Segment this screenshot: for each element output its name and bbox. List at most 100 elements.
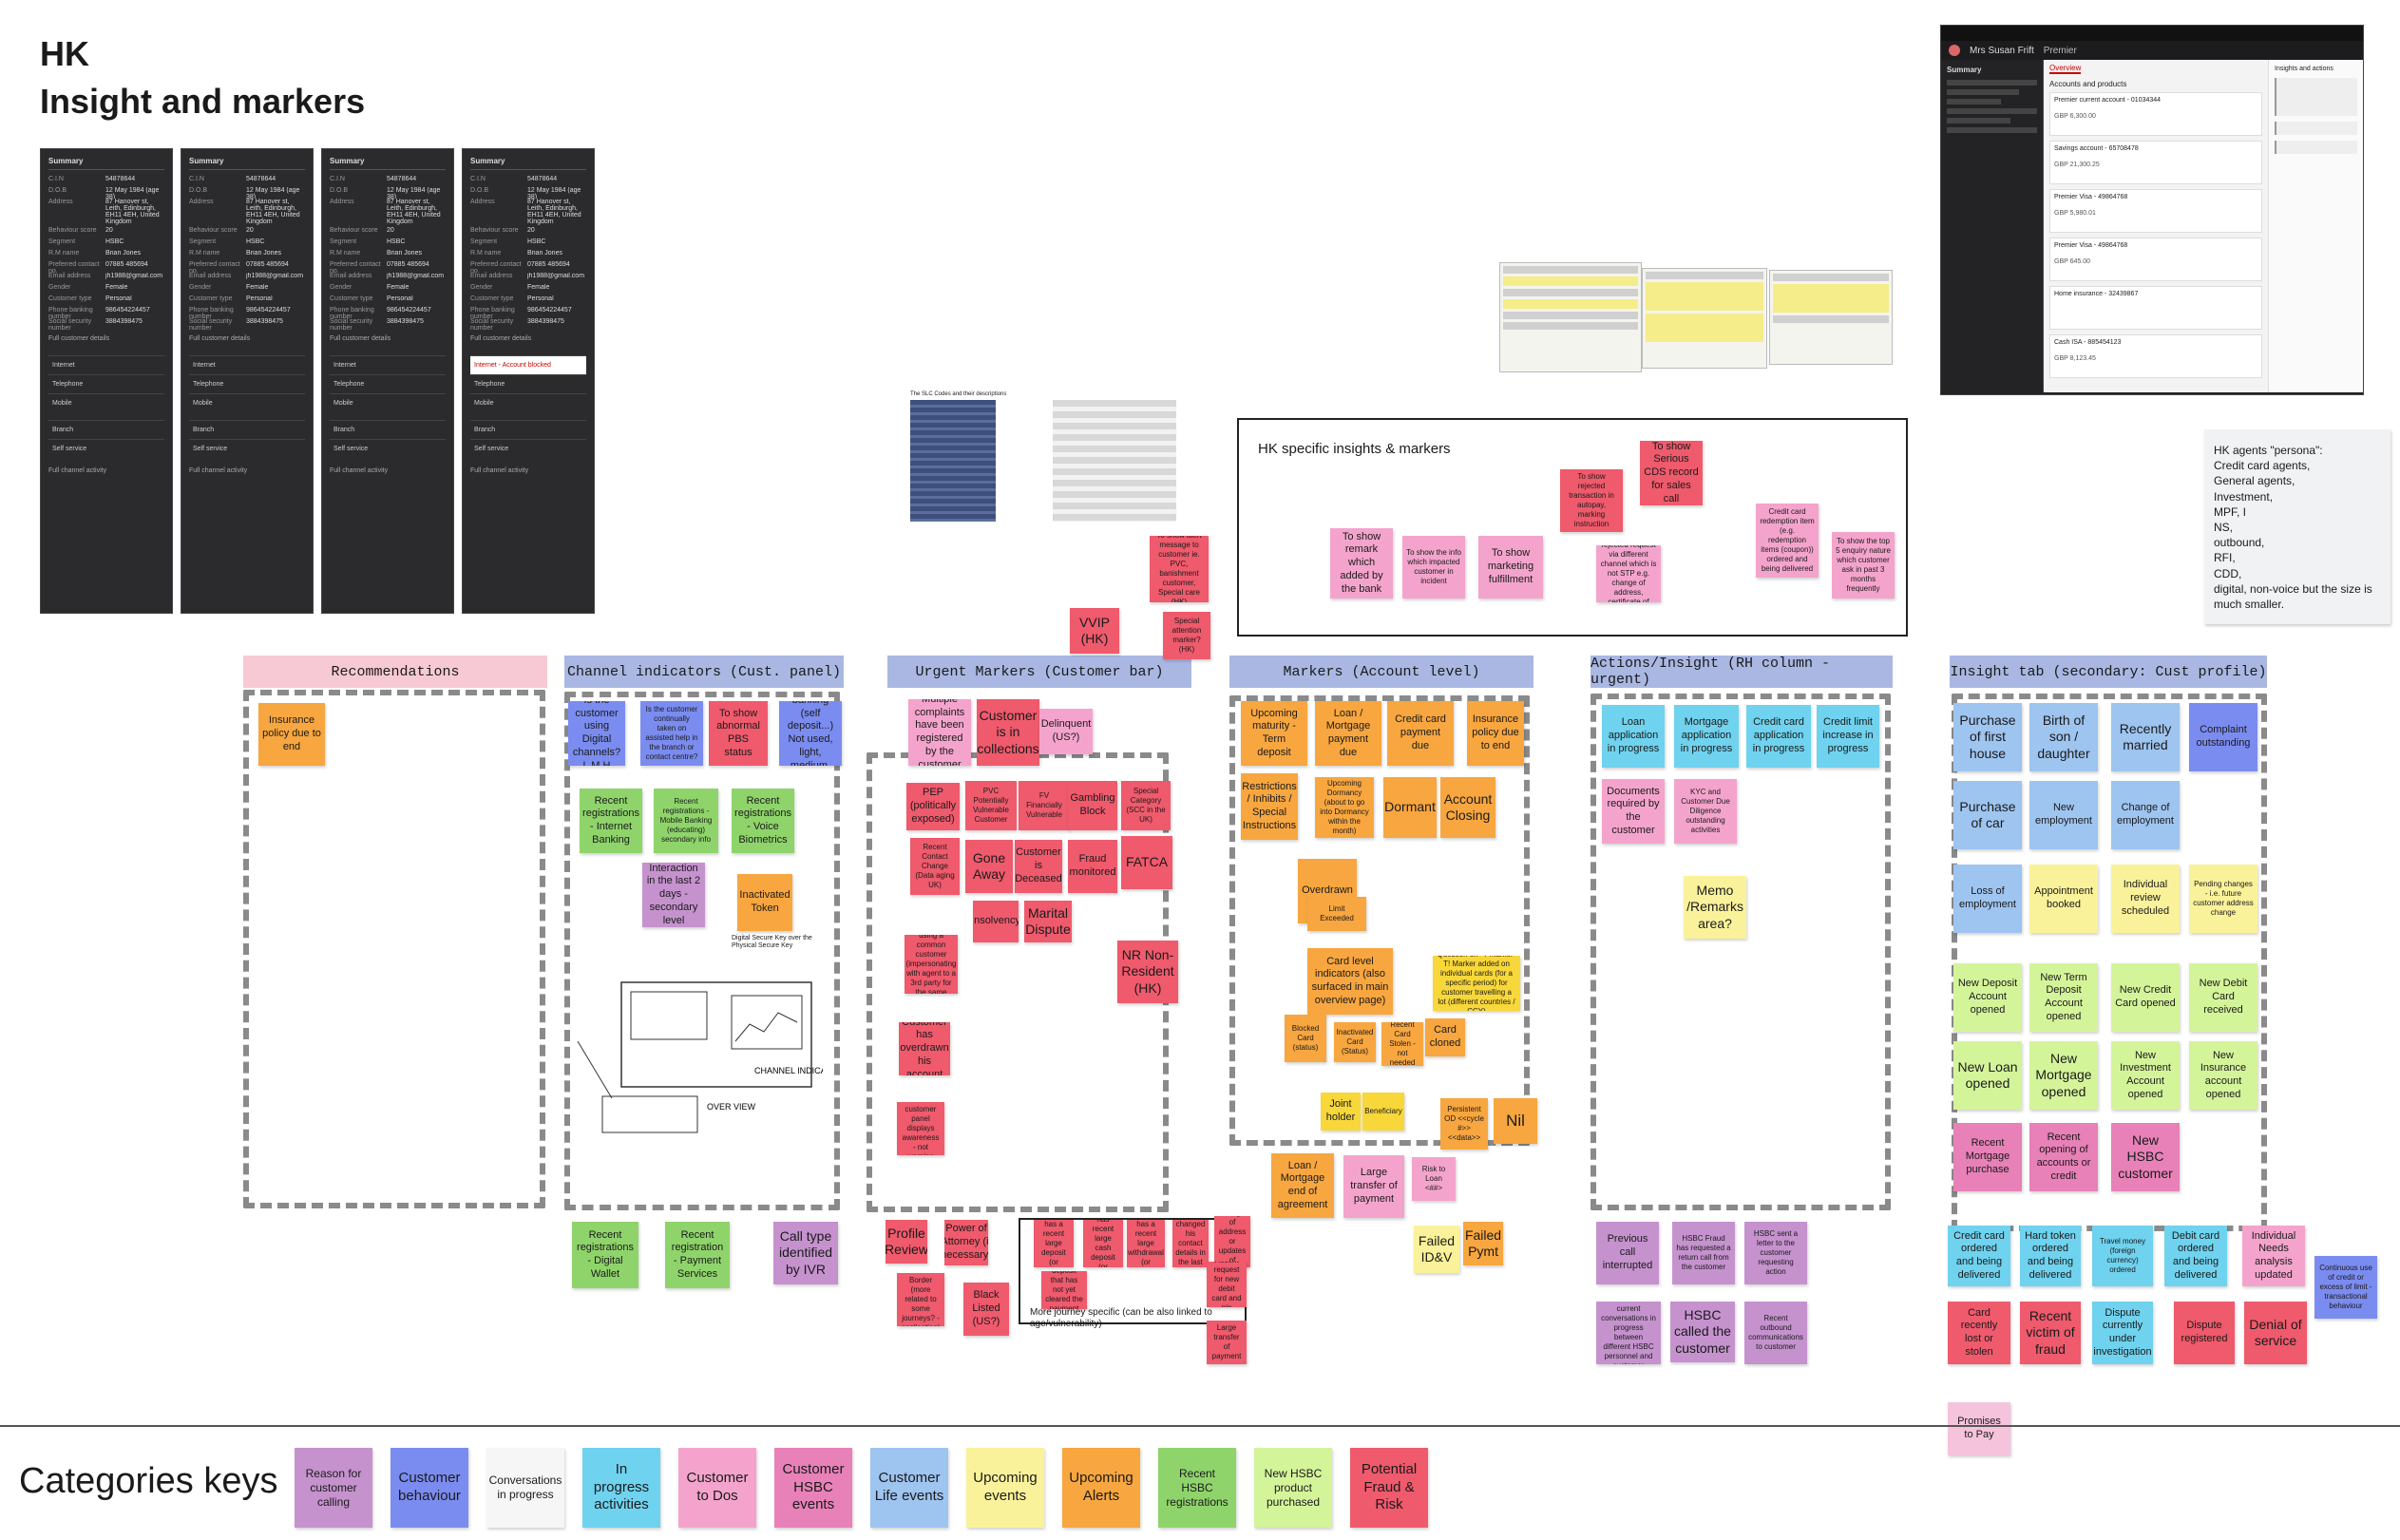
sticky-note-actions-loan-app[interactable]: Loan application in progress bbox=[1602, 705, 1665, 768]
sticky-note-insight-rows-2-0[interactable]: Loss of employment bbox=[1953, 865, 2022, 933]
sticky-note-urgent-nr[interactable]: NR Non-Resident (HK) bbox=[1117, 941, 1178, 1003]
sticky-note-insight-bottom-row2-2[interactable]: Dispute currently under investigation bbox=[2092, 1302, 2153, 1364]
sticky-note-markers-loan-end[interactable]: Loan / Mortgage end of agreement bbox=[1271, 1153, 1334, 1218]
sticky-note-urgent-poa[interactable]: Power of Attorney (if necessary) bbox=[944, 1220, 988, 1265]
sticky-note-insight-rows-3-3[interactable]: New Debit Card received bbox=[2189, 963, 2257, 1032]
channel-row-telephone[interactable]: Telephone bbox=[470, 374, 586, 393]
sticky-note-urgent-collections[interactable]: Customer is in collections bbox=[977, 699, 1039, 766]
sticky-note-insight-bottom-row1-1[interactable]: Hard token ordered and being delivered bbox=[2020, 1226, 2081, 1286]
sticky-note-insight-bottom-row1-4[interactable]: Individual Needs analysis updated bbox=[2242, 1226, 2305, 1286]
sticky-note-actions-fraud-return[interactable]: HSBC Fraud has requested a return call f… bbox=[1672, 1222, 1735, 1284]
sticky-note-insight-continuous[interactable]: Continuous use of credit or excess of li… bbox=[2314, 1256, 2377, 1319]
channel-row-internet[interactable]: Internet bbox=[330, 355, 446, 374]
full-customer-details-link[interactable]: Full customer details bbox=[48, 335, 110, 342]
channel-row-branch[interactable]: Branch bbox=[189, 420, 305, 439]
sticky-note-insight-rows-1-0[interactable]: Purchase of car bbox=[1953, 781, 2022, 849]
sticky-note-markers-cc-due[interactable]: Credit card payment due bbox=[1387, 701, 1454, 766]
full-channel-activity-link[interactable]: Full channel activity bbox=[48, 467, 107, 474]
sticky-note-channel-interaction[interactable]: Interaction in the last 2 days - seconda… bbox=[642, 863, 705, 927]
sticky-note-urgent-deceased[interactable]: Customer is Deceased bbox=[1015, 840, 1062, 893]
sticky-note-insight-bottom-row2-3[interactable]: Dispute registered bbox=[2174, 1302, 2235, 1364]
channel-row-self-service[interactable]: Self service bbox=[470, 439, 586, 458]
sticky-note-urgent-journey-notes-0[interactable]: Customer has a recent large deposit (or … bbox=[1034, 1220, 1074, 1267]
sticky-note-channel-ivr[interactable]: Call type identified by IVR bbox=[773, 1222, 838, 1284]
sticky-note-insight-rows-4-1[interactable]: New Mortgage opened bbox=[2029, 1041, 2098, 1110]
sticky-note-urgent-black-listed[interactable]: Black Listed (US?) bbox=[963, 1283, 1009, 1336]
sticky-note-insight-rows-5-2[interactable]: New HSBC customer bbox=[2111, 1123, 2180, 1191]
account-card[interactable]: Home insurance - 32439867 bbox=[2049, 286, 2262, 330]
sticky-note-insight-bottom-row2-0[interactable]: Card recently lost or stolen bbox=[1948, 1302, 2010, 1364]
channel-row-branch[interactable]: Branch bbox=[330, 420, 446, 439]
sticky-note-markers-card-level[interactable]: Card level indicators (also surfaced in … bbox=[1307, 948, 1393, 1015]
channel-row-internet[interactable]: Internet bbox=[189, 355, 305, 374]
channel-row-telephone[interactable]: Telephone bbox=[48, 374, 164, 393]
channel-row-mobile[interactable]: Mobile bbox=[330, 393, 446, 412]
channel-row-self-service[interactable]: Self service bbox=[48, 439, 164, 458]
sticky-note-actions-limit-inc[interactable]: Credit limit increase in progress bbox=[1817, 705, 1879, 768]
sticky-note-insight-rows-4-0[interactable]: New Loan opened bbox=[1953, 1041, 2022, 1110]
full-customer-details-link[interactable]: Full customer details bbox=[330, 335, 391, 342]
sticky-note-markers-upcoming-dormancy[interactable]: Upcoming Dormancy (about to go into Dorm… bbox=[1315, 777, 1374, 838]
sticky-note-urgent-pvc[interactable]: PVC Potentially Vulnerable Customer bbox=[965, 781, 1017, 830]
sticky-note-urgent-journey-notes-2[interactable]: Customer has a recent large withdrawal (… bbox=[1127, 1220, 1165, 1267]
sticky-note-urgent-delinquent[interactable]: Delinquent (US?) bbox=[1039, 709, 1093, 754]
sticky-note-insight-rows-0-0[interactable]: Purchase of first house bbox=[1953, 703, 2022, 771]
sticky-note-insight-bottom-row1-0[interactable]: Credit card ordered and being delivered bbox=[1948, 1226, 2010, 1286]
sticky-note-markers-dormant[interactable]: Dormant bbox=[1383, 777, 1437, 838]
sticky-note-urgent-journey-notes-7[interactable]: Large transfer of payment bbox=[1207, 1321, 1247, 1364]
sticky-note-markers-limit-exceeded[interactable]: Limit Exceeded bbox=[1307, 897, 1366, 931]
sticky-note-markers-account-closing[interactable]: Account Closing bbox=[1440, 777, 1495, 838]
sticky-note-actions-hsbc-called[interactable]: HSBC called the customer bbox=[1670, 1302, 1735, 1362]
sticky-note-markers-question-note[interactable]: Question on "T marker" T! Marker added o… bbox=[1433, 956, 1520, 1011]
sticky-note-actions-mortgage-app[interactable]: Mortgage application in progress bbox=[1674, 705, 1739, 768]
sticky-note-urgent-contact-change[interactable]: Recent Contact Change (Data aging UK) bbox=[910, 838, 960, 895]
channel-row-branch[interactable]: Branch bbox=[48, 420, 164, 439]
sticky-note-markers-recent-card-stolen[interactable]: Recent Card Stolen - not needed bbox=[1381, 1022, 1423, 1066]
sticky-note-markers-beneficiary[interactable]: Beneficiary bbox=[1362, 1093, 1404, 1131]
sticky-note-urgent-pep[interactable]: PEP (politically exposed) bbox=[906, 783, 960, 830]
full-customer-details-link[interactable]: Full customer details bbox=[189, 335, 251, 342]
sticky-note-channel-digital[interactable]: Is the customer using Digital channels? … bbox=[568, 701, 625, 766]
sticky-note-channel-token[interactable]: Inactivated Token bbox=[737, 874, 792, 931]
sticky-note-insight-rows-3-2[interactable]: New Credit Card opened bbox=[2111, 963, 2180, 1032]
sticky-note-markers-insurance-end[interactable]: Insurance policy due to end bbox=[1467, 701, 1524, 766]
full-channel-activity-link[interactable]: Full channel activity bbox=[189, 467, 248, 474]
channel-row-internet[interactable]: Internet - Account blocked bbox=[470, 355, 586, 374]
sticky-note-urgent-fv[interactable]: FV Financially Vulnerable bbox=[1019, 781, 1070, 830]
sticky-note-urgent-insolvency[interactable]: Insolvency bbox=[973, 901, 1019, 942]
full-channel-activity-link[interactable]: Full channel activity bbox=[330, 467, 389, 474]
sticky-note-actions-letter[interactable]: HSBC sent a letter to the customer reque… bbox=[1744, 1222, 1807, 1284]
sticky-note-insight-rows-0-2[interactable]: Recently married bbox=[2111, 703, 2180, 771]
sticky-note-markers-joint-holder[interactable]: Joint holder bbox=[1321, 1093, 1361, 1131]
channel-row-telephone[interactable]: Telephone bbox=[330, 374, 446, 393]
sticky-note-insight-rows-2-3[interactable]: Pending changes - i.e. future customer a… bbox=[2189, 865, 2257, 933]
sticky-note-insight-rows-2-1[interactable]: Appointment booked bbox=[2029, 865, 2098, 933]
sticky-note-channel-abnormal[interactable]: To show abnormal PBS status bbox=[709, 701, 768, 766]
sticky-note-markers-nil[interactable]: Nil bbox=[1494, 1098, 1537, 1144]
sticky-note-urgent-profile-review[interactable]: Profile Review bbox=[886, 1220, 927, 1264]
sticky-note-insight-rows-3-1[interactable]: New Term Deposit Account opened bbox=[2029, 963, 2098, 1032]
sticky-note-insight-rows-1-2[interactable]: Change of employment bbox=[2111, 781, 2180, 849]
sticky-note-insight-bottom-row2-1[interactable]: Recent victim of fraud bbox=[2020, 1302, 2081, 1364]
channel-row-self-service[interactable]: Self service bbox=[189, 439, 305, 458]
sticky-note-urgent-journey-notes-3[interactable]: Customer changed his contact details in … bbox=[1172, 1220, 1209, 1267]
sticky-note-hk-box-notes-7[interactable]: To show the top 5 enquiry nature which c… bbox=[1832, 532, 1895, 599]
sticky-note-markers-failed-idv[interactable]: Failed ID&V bbox=[1414, 1226, 1459, 1273]
sticky-note-urgent-staff[interactable]: Staff customer panel displays awareness … bbox=[897, 1102, 944, 1155]
sticky-note-actions-memo[interactable]: Memo /Remarks area? bbox=[1684, 876, 1746, 939]
sticky-note-markers-upcoming-maturity[interactable]: Upcoming maturity - Term deposit bbox=[1241, 701, 1307, 766]
sticky-note-markers-large-transfer[interactable]: Large transfer of payment bbox=[1343, 1155, 1404, 1218]
sticky-note-insight-promises[interactable]: Promises to Pay bbox=[1948, 1402, 2010, 1455]
sticky-note-markers-card-cloned[interactable]: Card cloned bbox=[1425, 1018, 1465, 1056]
sticky-note-urgent-fraud[interactable]: Fraud monitored bbox=[1068, 840, 1117, 893]
sticky-note-insight-bottom-row2-4[interactable]: Denial of service bbox=[2244, 1302, 2307, 1364]
sticky-note-urgent-cross-border[interactable]: Cross Border (more related to some journ… bbox=[897, 1273, 944, 1326]
sticky-note-channel-reg-internet[interactable]: Recent registrations - Internet Banking bbox=[580, 789, 642, 853]
channel-row-self-service[interactable]: Self service bbox=[330, 439, 446, 458]
sticky-note-floating-alert-msg[interactable]: To show alert message to customer ie. PV… bbox=[1150, 536, 1209, 602]
tab-overview[interactable]: Overview bbox=[2049, 64, 2082, 74]
sticky-note-channel-reg-wallet[interactable]: Recent registrations - Digital Wallet bbox=[572, 1222, 638, 1288]
sticky-note-insight-rows-5-0[interactable]: Recent Mortgage purchase bbox=[1953, 1123, 2022, 1191]
